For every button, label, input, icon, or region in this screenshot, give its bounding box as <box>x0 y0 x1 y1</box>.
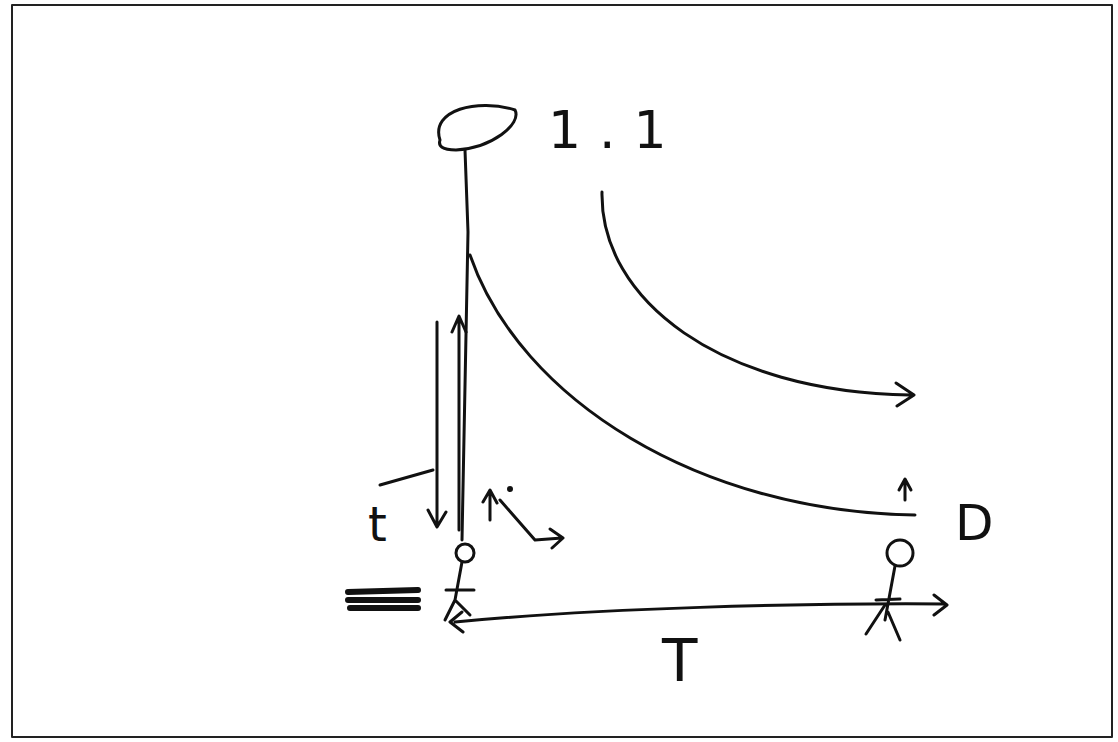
down-arrow <box>428 322 446 527</box>
trajectory-curve <box>470 255 915 515</box>
frame <box>12 5 1112 737</box>
sketch-label: 1.1 <box>548 104 685 156</box>
sketch-label: T <box>662 632 697 690</box>
ball <box>439 105 516 150</box>
sketch-label: D <box>955 498 994 548</box>
drop-line <box>462 150 468 540</box>
small-up-arrow <box>483 490 497 520</box>
figure-head <box>456 544 474 562</box>
figure-head <box>887 540 913 566</box>
dot <box>509 488 512 491</box>
leader-line <box>380 470 433 485</box>
stick-figure <box>445 562 474 620</box>
small-arrow <box>500 500 563 548</box>
distance-arrow <box>450 595 947 632</box>
scribble <box>348 590 418 608</box>
sketch-label: t <box>368 500 387 548</box>
up-arrow <box>452 316 466 530</box>
small-up-arrow <box>899 479 911 500</box>
curved-arrow <box>602 192 914 406</box>
